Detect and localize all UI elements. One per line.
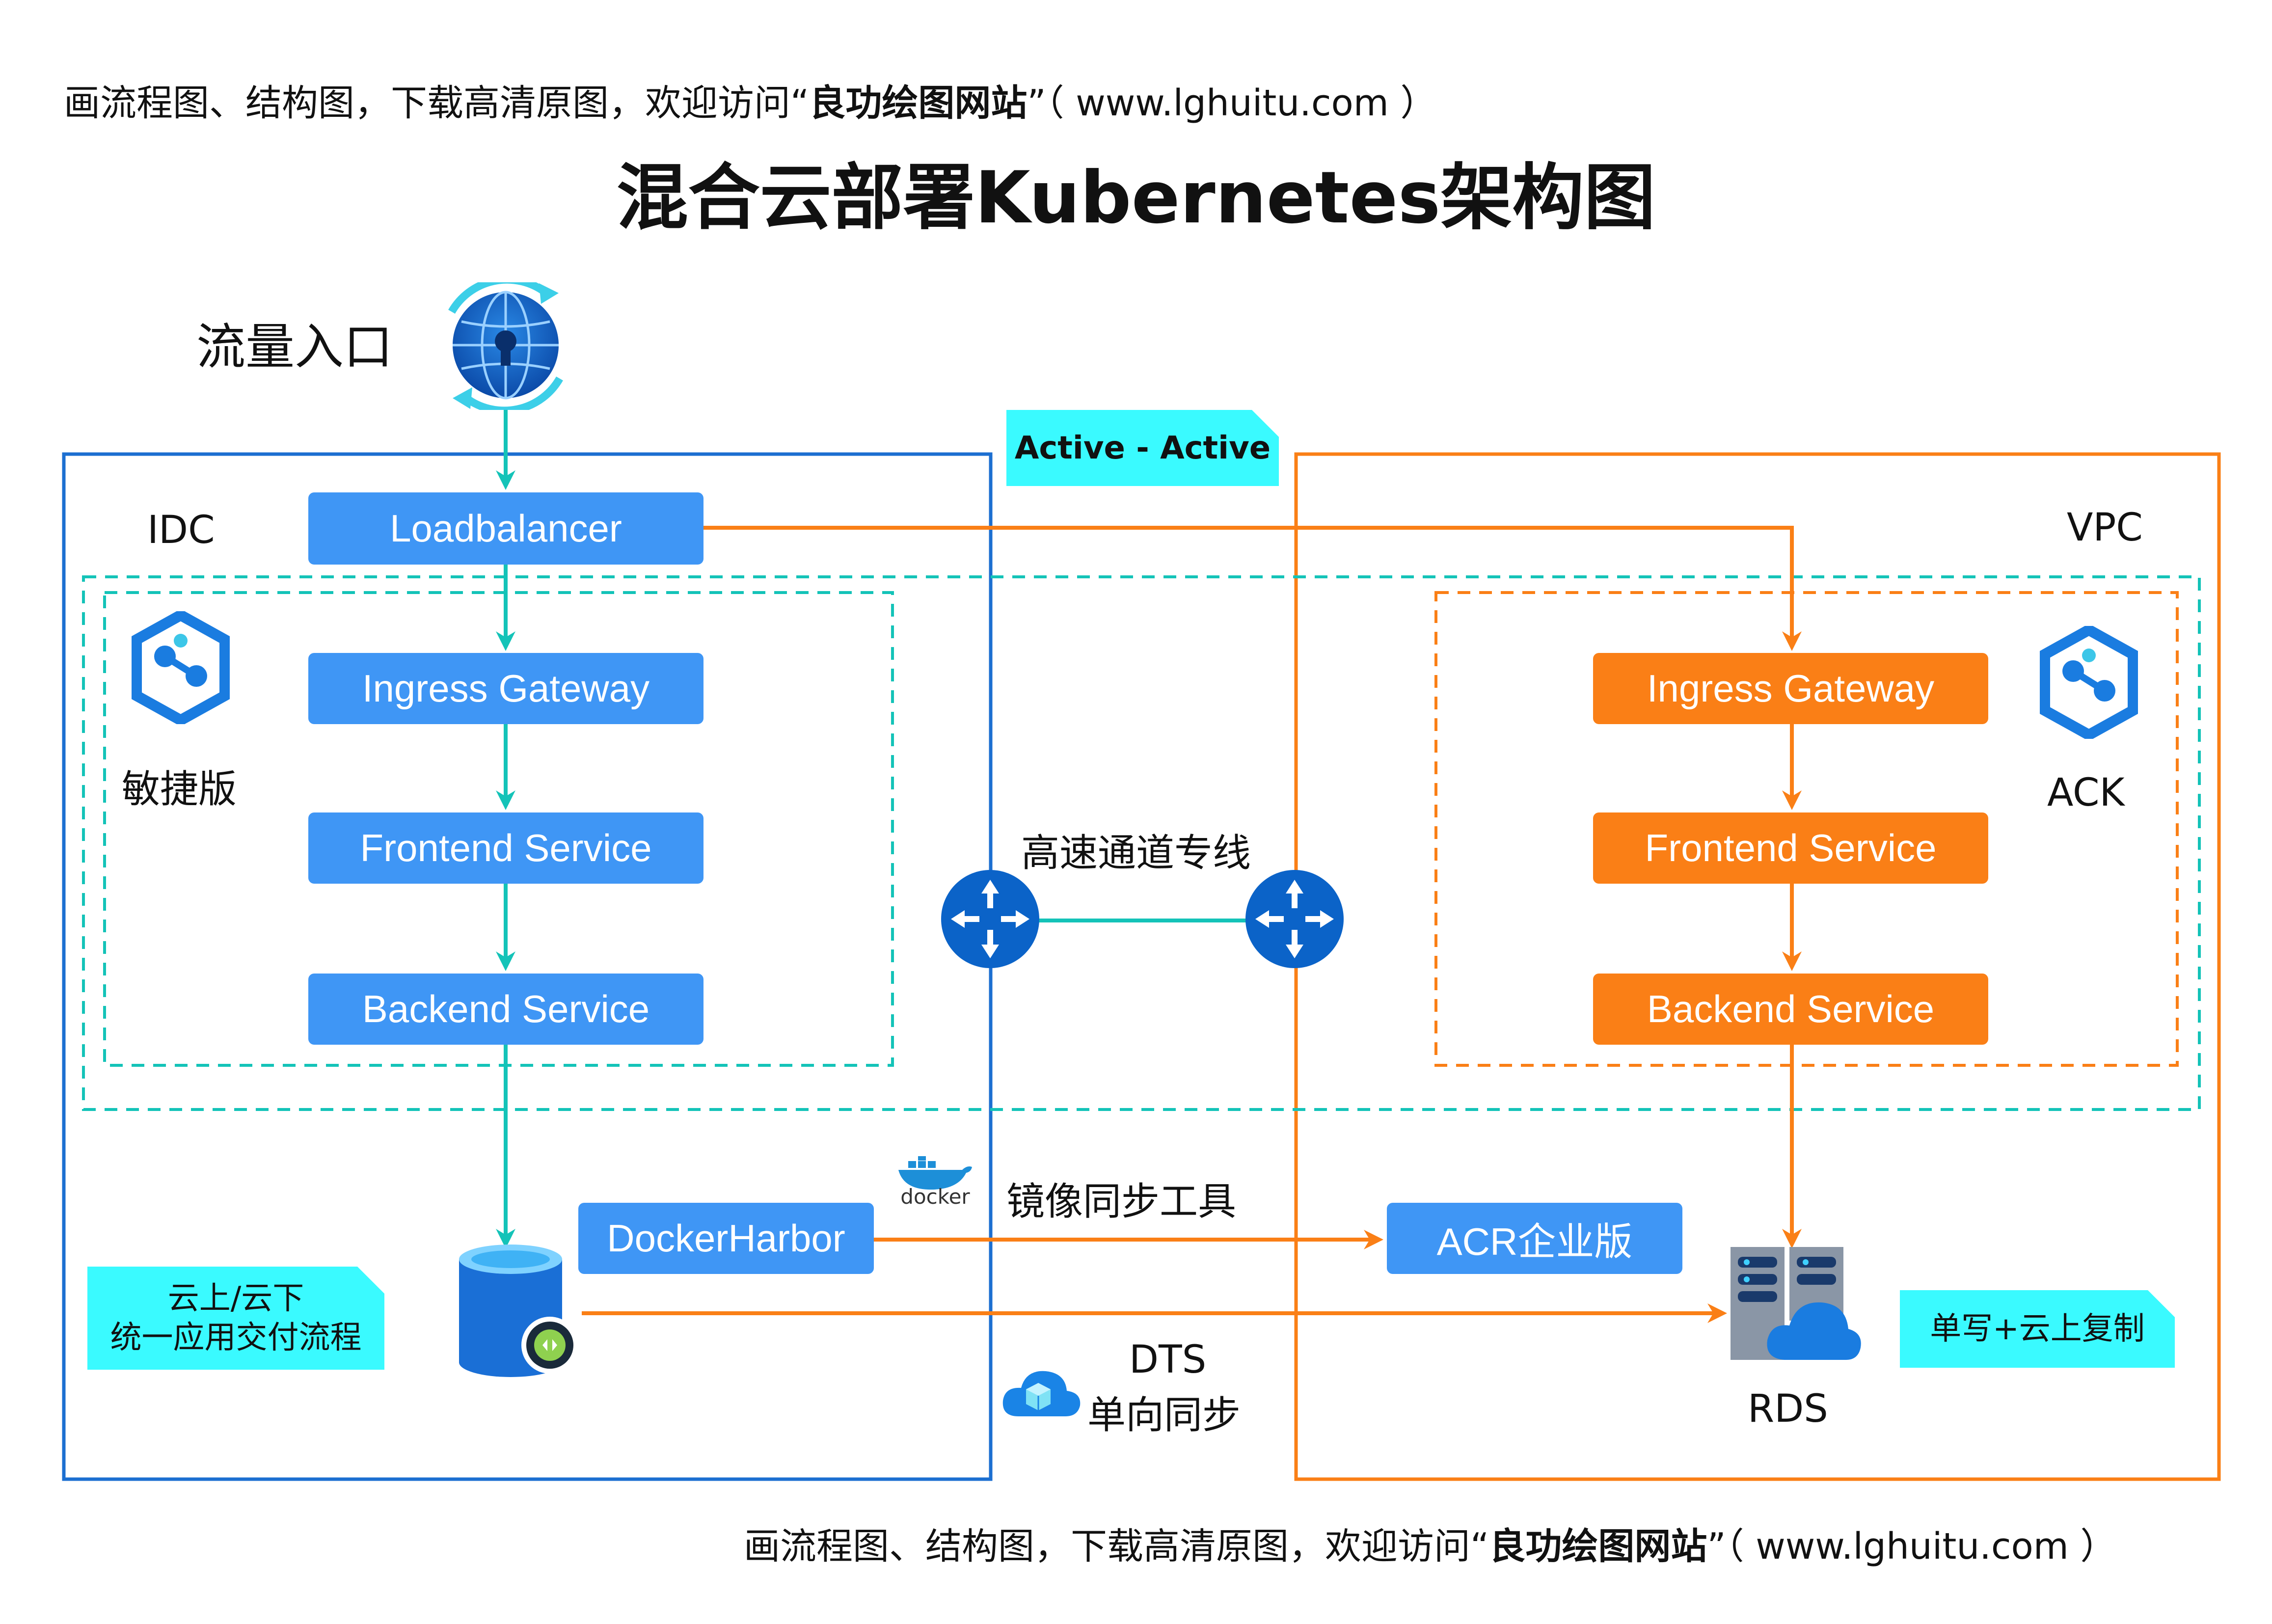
unified-delivery-line2: 统一应用交付流程: [110, 1320, 362, 1356]
express-connect-label: 高速通道专线: [1021, 831, 1251, 875]
database-icon: [454, 1245, 584, 1380]
page-title: 混合云部署Kubernetes架构图: [616, 156, 1656, 240]
top-banner: 画流程图、结构图，下载高清原图，欢迎访问“良功绘图网站”（ www.lghuit…: [64, 74, 1436, 126]
unified-note-fold: [357, 1267, 384, 1294]
k8s-hexagon-icon: [2039, 623, 2138, 741]
traffic-entry-label: 流量入口: [196, 318, 393, 376]
cluster-outer-dashed: [82, 575, 2201, 1111]
idc-ingress-gateway-button[interactable]: Ingress Gateway: [308, 653, 703, 724]
idc-frontend-service-button[interactable]: Frontend Service: [308, 812, 703, 884]
edition-label: 敏捷版: [122, 767, 237, 812]
idc-cluster-dashed: [103, 591, 894, 1067]
loadbalancer-button[interactable]: Loadbalancer: [308, 492, 703, 565]
idc-backend-service-button[interactable]: Backend Service: [308, 974, 703, 1045]
server-cloud-icon: [1728, 1245, 1863, 1372]
bottom-banner-brand[interactable]: 良功绘图网站: [1489, 1525, 1707, 1568]
active-active-label: Active - Active: [1014, 430, 1271, 466]
acr-enterprise-button[interactable]: ACR企业版: [1387, 1203, 1682, 1274]
idc-label: IDC: [147, 508, 215, 552]
image-sync-label: 镜像同步工具: [1006, 1180, 1237, 1224]
dts-direction-label: 单向同步: [1087, 1393, 1241, 1437]
dts-label: DTS: [1129, 1338, 1207, 1382]
globe-lock-icon: [432, 275, 579, 415]
cloud-cube-icon: [999, 1362, 1082, 1421]
top-banner-brand[interactable]: 良功绘图网站: [809, 82, 1028, 124]
unified-delivery-note: 云上/云下 统一应用交付流程: [87, 1267, 384, 1370]
vpc-cluster-dashed: [1434, 591, 2179, 1067]
vpc-frontend-service-button[interactable]: Frontend Service: [1593, 812, 1988, 884]
top-banner-prefix: 画流程图、结构图，下载高清原图，欢迎访问“: [64, 82, 810, 124]
docker-harbor-button[interactable]: DockerHarbor: [578, 1203, 874, 1274]
top-banner-suffix: ”（ www.lghuitu.com ）: [1027, 82, 1437, 124]
arrow-lb-to-vpc-ingress: [703, 526, 1802, 651]
router-icon: [940, 869, 1041, 970]
single-write-fold: [2148, 1290, 2175, 1317]
docker-text: docker: [900, 1185, 970, 1209]
rds-label: RDS: [1748, 1387, 1828, 1431]
single-write-note: 单写+云上复制: [1900, 1290, 2175, 1368]
unified-delivery-line1: 云上/云下: [167, 1280, 304, 1317]
bottom-banner-suffix: ”（ www.lghuitu.com ）: [1707, 1525, 2117, 1568]
single-write-label: 单写+云上复制: [1930, 1311, 2145, 1347]
active-active-note: Active - Active: [1006, 410, 1279, 486]
bottom-banner: 画流程图、结构图，下载高清原图，欢迎访问“良功绘图网站”（ www.lghuit…: [744, 1517, 2116, 1570]
vpc-ingress-gateway-button[interactable]: Ingress Gateway: [1593, 653, 1988, 724]
router-icon: [1244, 869, 1345, 970]
active-note-fold: [1252, 410, 1279, 437]
bottom-banner-prefix: 画流程图、结构图，下载高清原图，欢迎访问“: [744, 1525, 1489, 1568]
ack-label: ACK: [2047, 771, 2125, 815]
vpc-backend-service-button[interactable]: Backend Service: [1593, 974, 1988, 1045]
vpc-label: VPC: [2067, 506, 2143, 550]
k8s-hexagon-icon: [131, 609, 230, 727]
docker-whale-icon: docker: [893, 1156, 977, 1209]
